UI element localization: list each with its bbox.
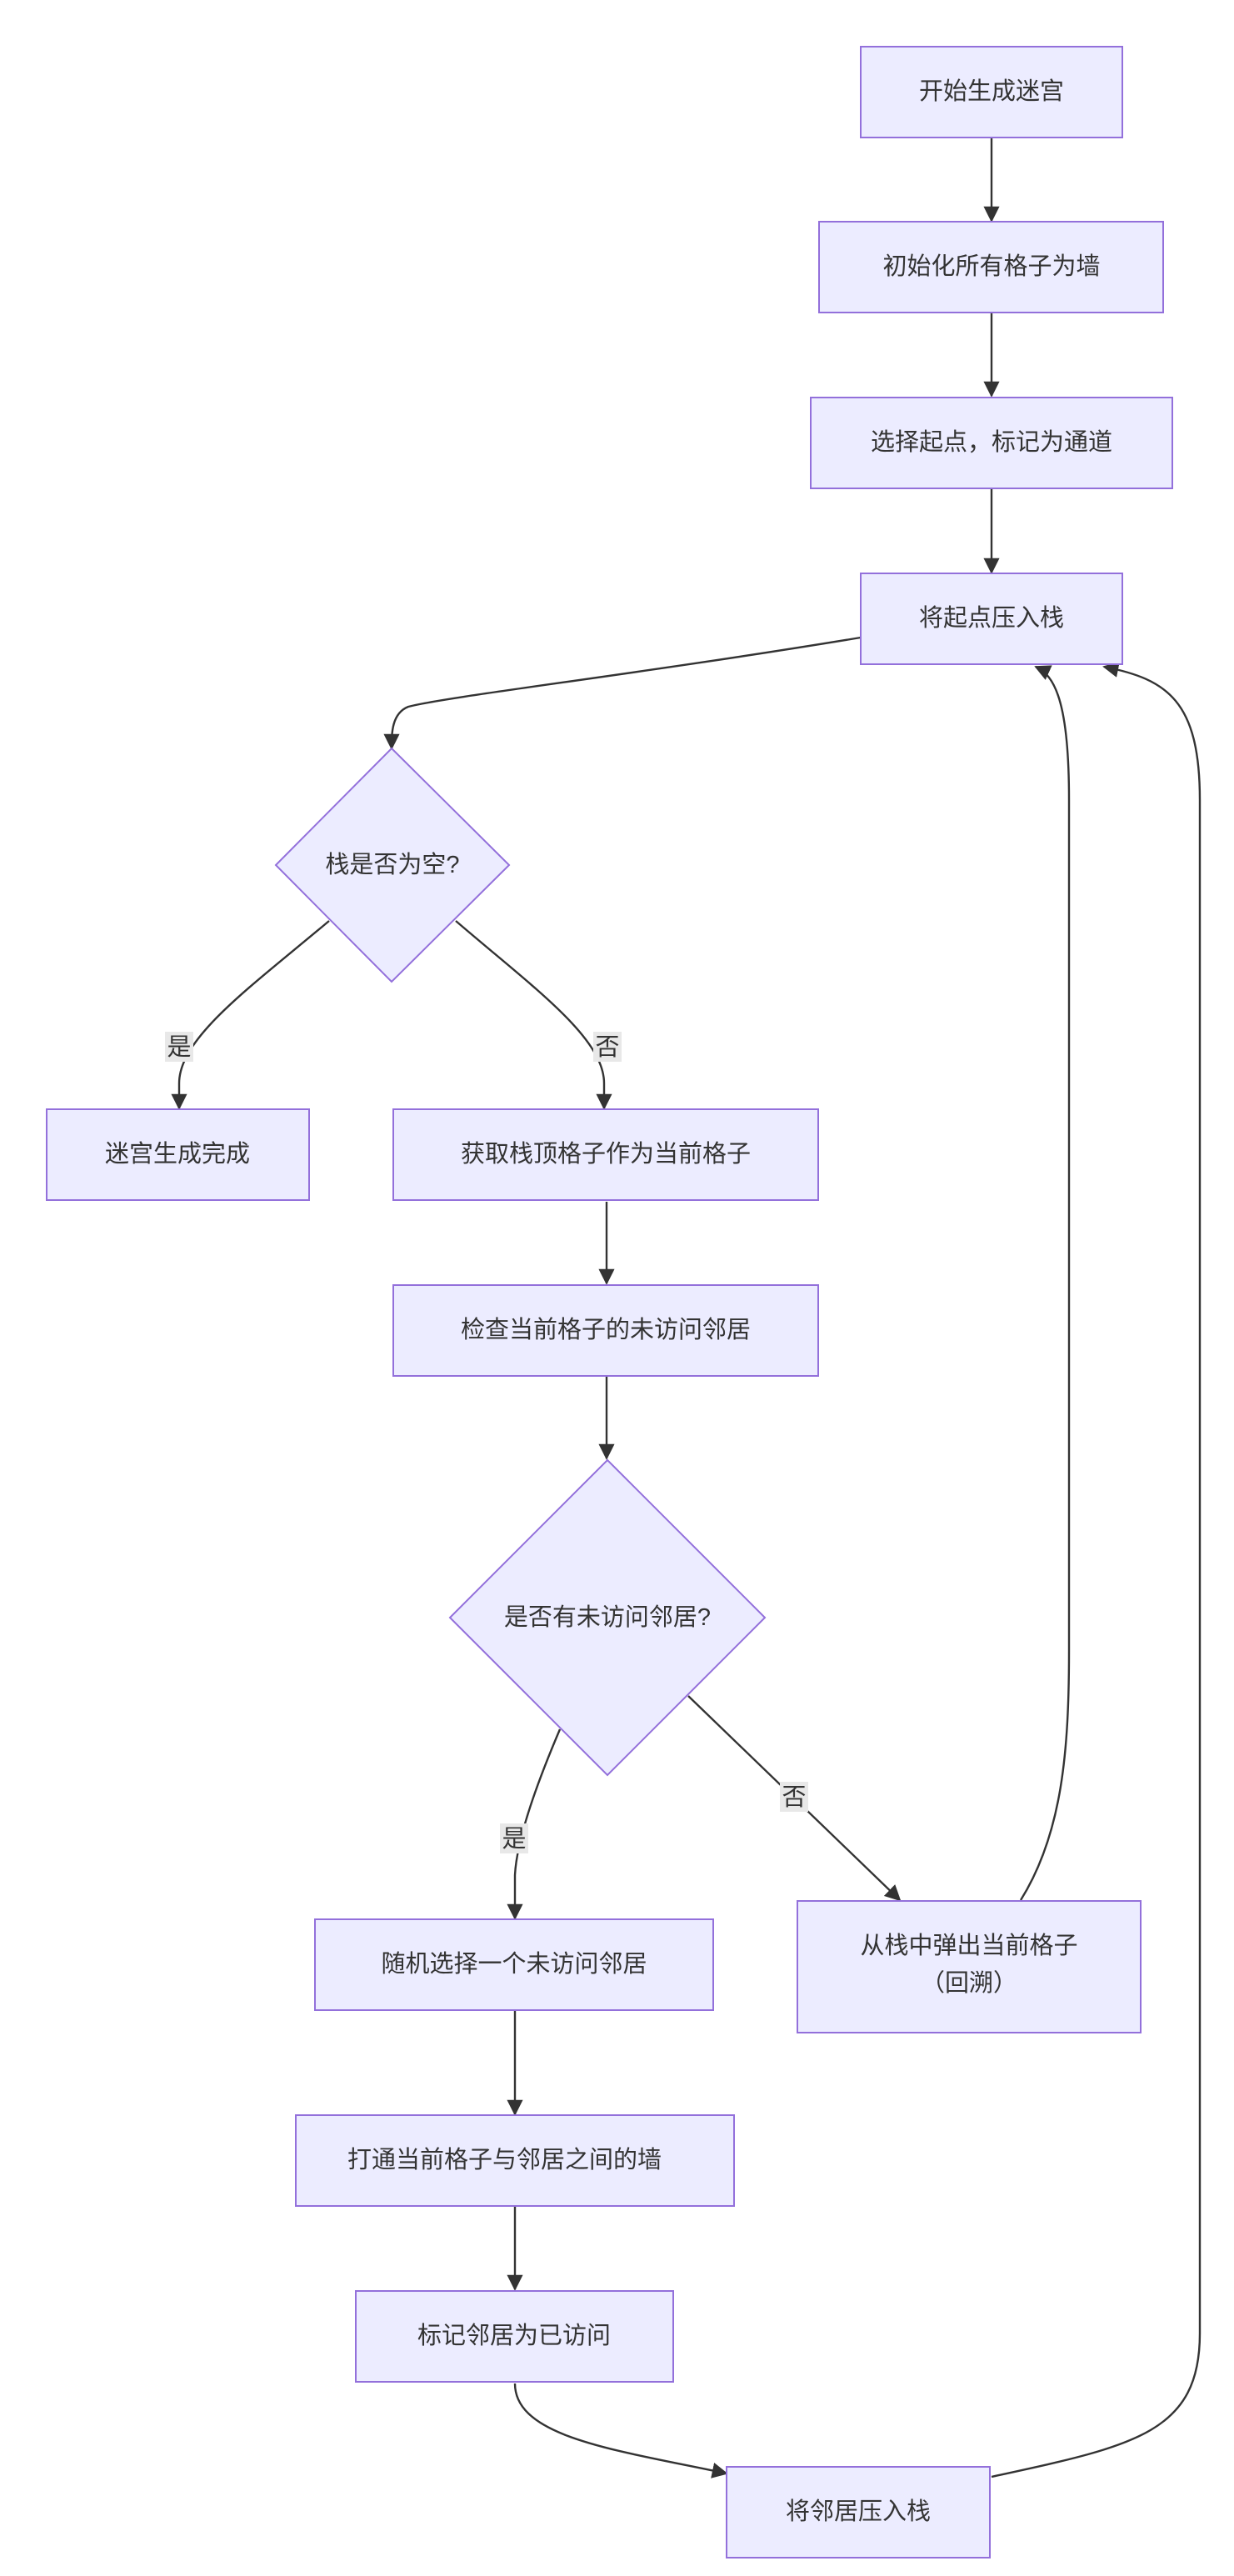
node-push-neighbor-label: 将邻居压入栈 xyxy=(786,2498,931,2525)
node-check-neighbors-label: 检查当前格子的未访问邻居 xyxy=(461,1316,751,1343)
node-start-label: 开始生成迷宫 xyxy=(919,78,1064,105)
node-done: 迷宫生成完成 xyxy=(46,1108,310,1201)
node-get-top: 获取栈顶格子作为当前格子 xyxy=(392,1108,819,1201)
node-choose-start-label: 选择起点，标记为通道 xyxy=(871,428,1112,456)
edge-has-unvisited-to-random-pick xyxy=(507,1728,562,1920)
node-stack-empty-label: 栈是否为空? xyxy=(325,851,459,878)
node-push-neighbor: 将邻居压入栈 xyxy=(726,2466,991,2558)
node-mark-visited-label: 标记邻居为已访问 xyxy=(417,2322,611,2349)
edge-label-no-pop: 否 xyxy=(780,1782,808,1812)
edge-push-start-to-stack-empty xyxy=(383,636,862,750)
edge-label-no-text-2: 否 xyxy=(782,1784,806,1811)
node-start: 开始生成迷宫 xyxy=(860,46,1123,138)
node-pop-label-line2: （回溯） xyxy=(921,1969,1017,1997)
node-random-pick-label: 随机选择一个未访问邻居 xyxy=(381,1950,647,1978)
node-check-neighbors: 检查当前格子的未访问邻居 xyxy=(392,1284,819,1377)
edge-stack-empty-to-done xyxy=(171,920,330,1110)
edge-mark-visited-to-push-neighbor xyxy=(513,2383,728,2478)
node-random-pick: 随机选择一个未访问邻居 xyxy=(314,1918,714,2011)
edge-pop-to-push-start xyxy=(1019,665,1071,1901)
node-mark-visited: 标记邻居为已访问 xyxy=(355,2290,674,2383)
node-init-label: 初始化所有格子为墙 xyxy=(882,253,1100,280)
edge-label-no-get-top: 否 xyxy=(593,1032,622,1062)
node-has-unvisited-label: 是否有未访问邻居? xyxy=(504,1603,711,1631)
node-done-label: 迷宫生成完成 xyxy=(105,1140,250,1168)
edge-label-yes-random-pick: 是 xyxy=(500,1823,528,1853)
edge-label-yes-done: 是 xyxy=(165,1032,193,1062)
node-get-top-label: 获取栈顶格子作为当前格子 xyxy=(461,1140,751,1168)
node-init: 初始化所有格子为墙 xyxy=(818,221,1164,313)
node-choose-start: 选择起点，标记为通道 xyxy=(810,397,1173,489)
edge-label-yes-text-2: 是 xyxy=(502,1826,526,1853)
edge-label-yes-text: 是 xyxy=(167,1034,191,1061)
node-break-wall-label: 打通当前格子与邻居之间的墙 xyxy=(347,2146,662,2173)
node-break-wall: 打通当前格子与邻居之间的墙 xyxy=(295,2114,735,2207)
node-pop: 从栈中弹出当前格子 （回溯） xyxy=(797,1900,1142,2033)
node-push-start-label: 将起点压入栈 xyxy=(919,604,1064,632)
node-has-unvisited: 是否有未访问邻居? xyxy=(448,1458,767,1777)
node-push-start: 将起点压入栈 xyxy=(860,573,1123,665)
edge-label-no-text: 否 xyxy=(595,1034,619,1061)
node-pop-label-line1: 从栈中弹出当前格子 xyxy=(860,1932,1077,1959)
edge-stack-empty-to-get-top xyxy=(455,920,612,1110)
node-stack-empty: 栈是否为空? xyxy=(274,747,511,983)
edge-push-neighbor-to-push-start xyxy=(991,661,1202,2478)
